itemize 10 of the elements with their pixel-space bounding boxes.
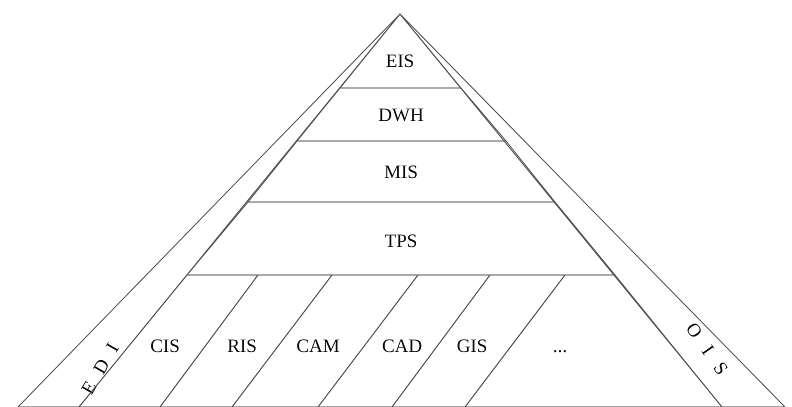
layer-label: MIS [384, 162, 418, 184]
layer-label: CAD [382, 336, 422, 358]
layer-label: DWH [378, 105, 424, 127]
layer-label: CAM [296, 336, 340, 358]
layer-label: CIS [150, 336, 180, 358]
layer-label: GIS [456, 336, 488, 358]
layer-label: EIS [386, 51, 414, 73]
layer-label: TPS [384, 231, 418, 253]
layer-label: ... [552, 336, 568, 358]
layer-label: RIS [227, 336, 257, 358]
